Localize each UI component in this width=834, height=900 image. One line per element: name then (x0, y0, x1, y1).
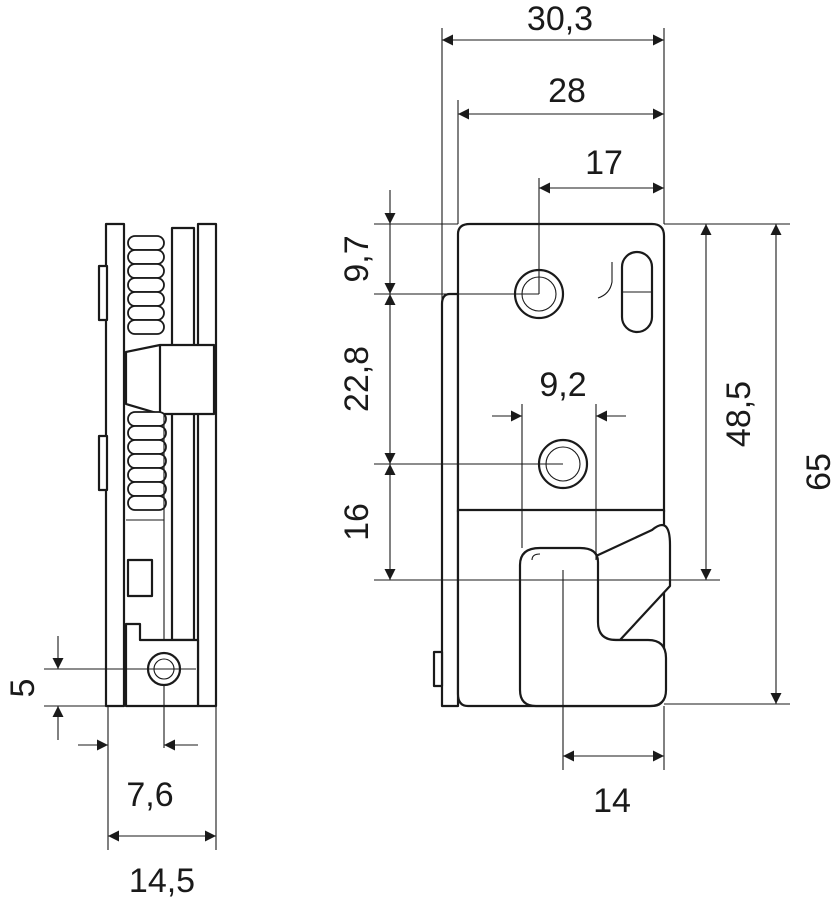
dim-22-8: 22,8 (338, 346, 376, 412)
dim-9-2: 9,2 (539, 366, 586, 404)
front-hook (518, 546, 668, 708)
dim-5: 5 (4, 679, 42, 698)
dim-48-5: 48,5 (720, 381, 758, 447)
dim-65: 65 (800, 453, 834, 491)
side-upper-spring (127, 235, 165, 335)
side-view (97, 222, 218, 708)
side-inner-plate (170, 226, 196, 642)
side-back-plate (104, 222, 126, 708)
dim-9-7: 9,7 (338, 235, 376, 282)
side-latch-block (124, 343, 216, 416)
side-tab-upper (97, 264, 109, 322)
dim-16: 16 (338, 503, 376, 541)
side-front-plate (196, 222, 218, 708)
front-main-plate (456, 222, 666, 514)
front-latch-slope (594, 523, 672, 642)
front-view (432, 222, 672, 708)
dim-14-5: 14,5 (129, 862, 195, 900)
dim-7-6: 7,6 (126, 776, 173, 814)
dim-30-3: 30,3 (527, 0, 593, 38)
side-dimensions: 5 7,6 14,5 (4, 636, 217, 900)
front-dimensions: 30,3 28 17 9,7 22,8 16 9,2 48,5 (338, 0, 834, 820)
side-small-block (126, 558, 154, 598)
dim-14: 14 (593, 782, 631, 820)
dim-28: 28 (548, 72, 586, 110)
dim-17: 17 (585, 144, 623, 182)
side-lower-spring (127, 411, 167, 511)
front-flange-tab (432, 650, 444, 688)
side-tab-lower (97, 434, 109, 492)
front-flange (440, 292, 460, 708)
